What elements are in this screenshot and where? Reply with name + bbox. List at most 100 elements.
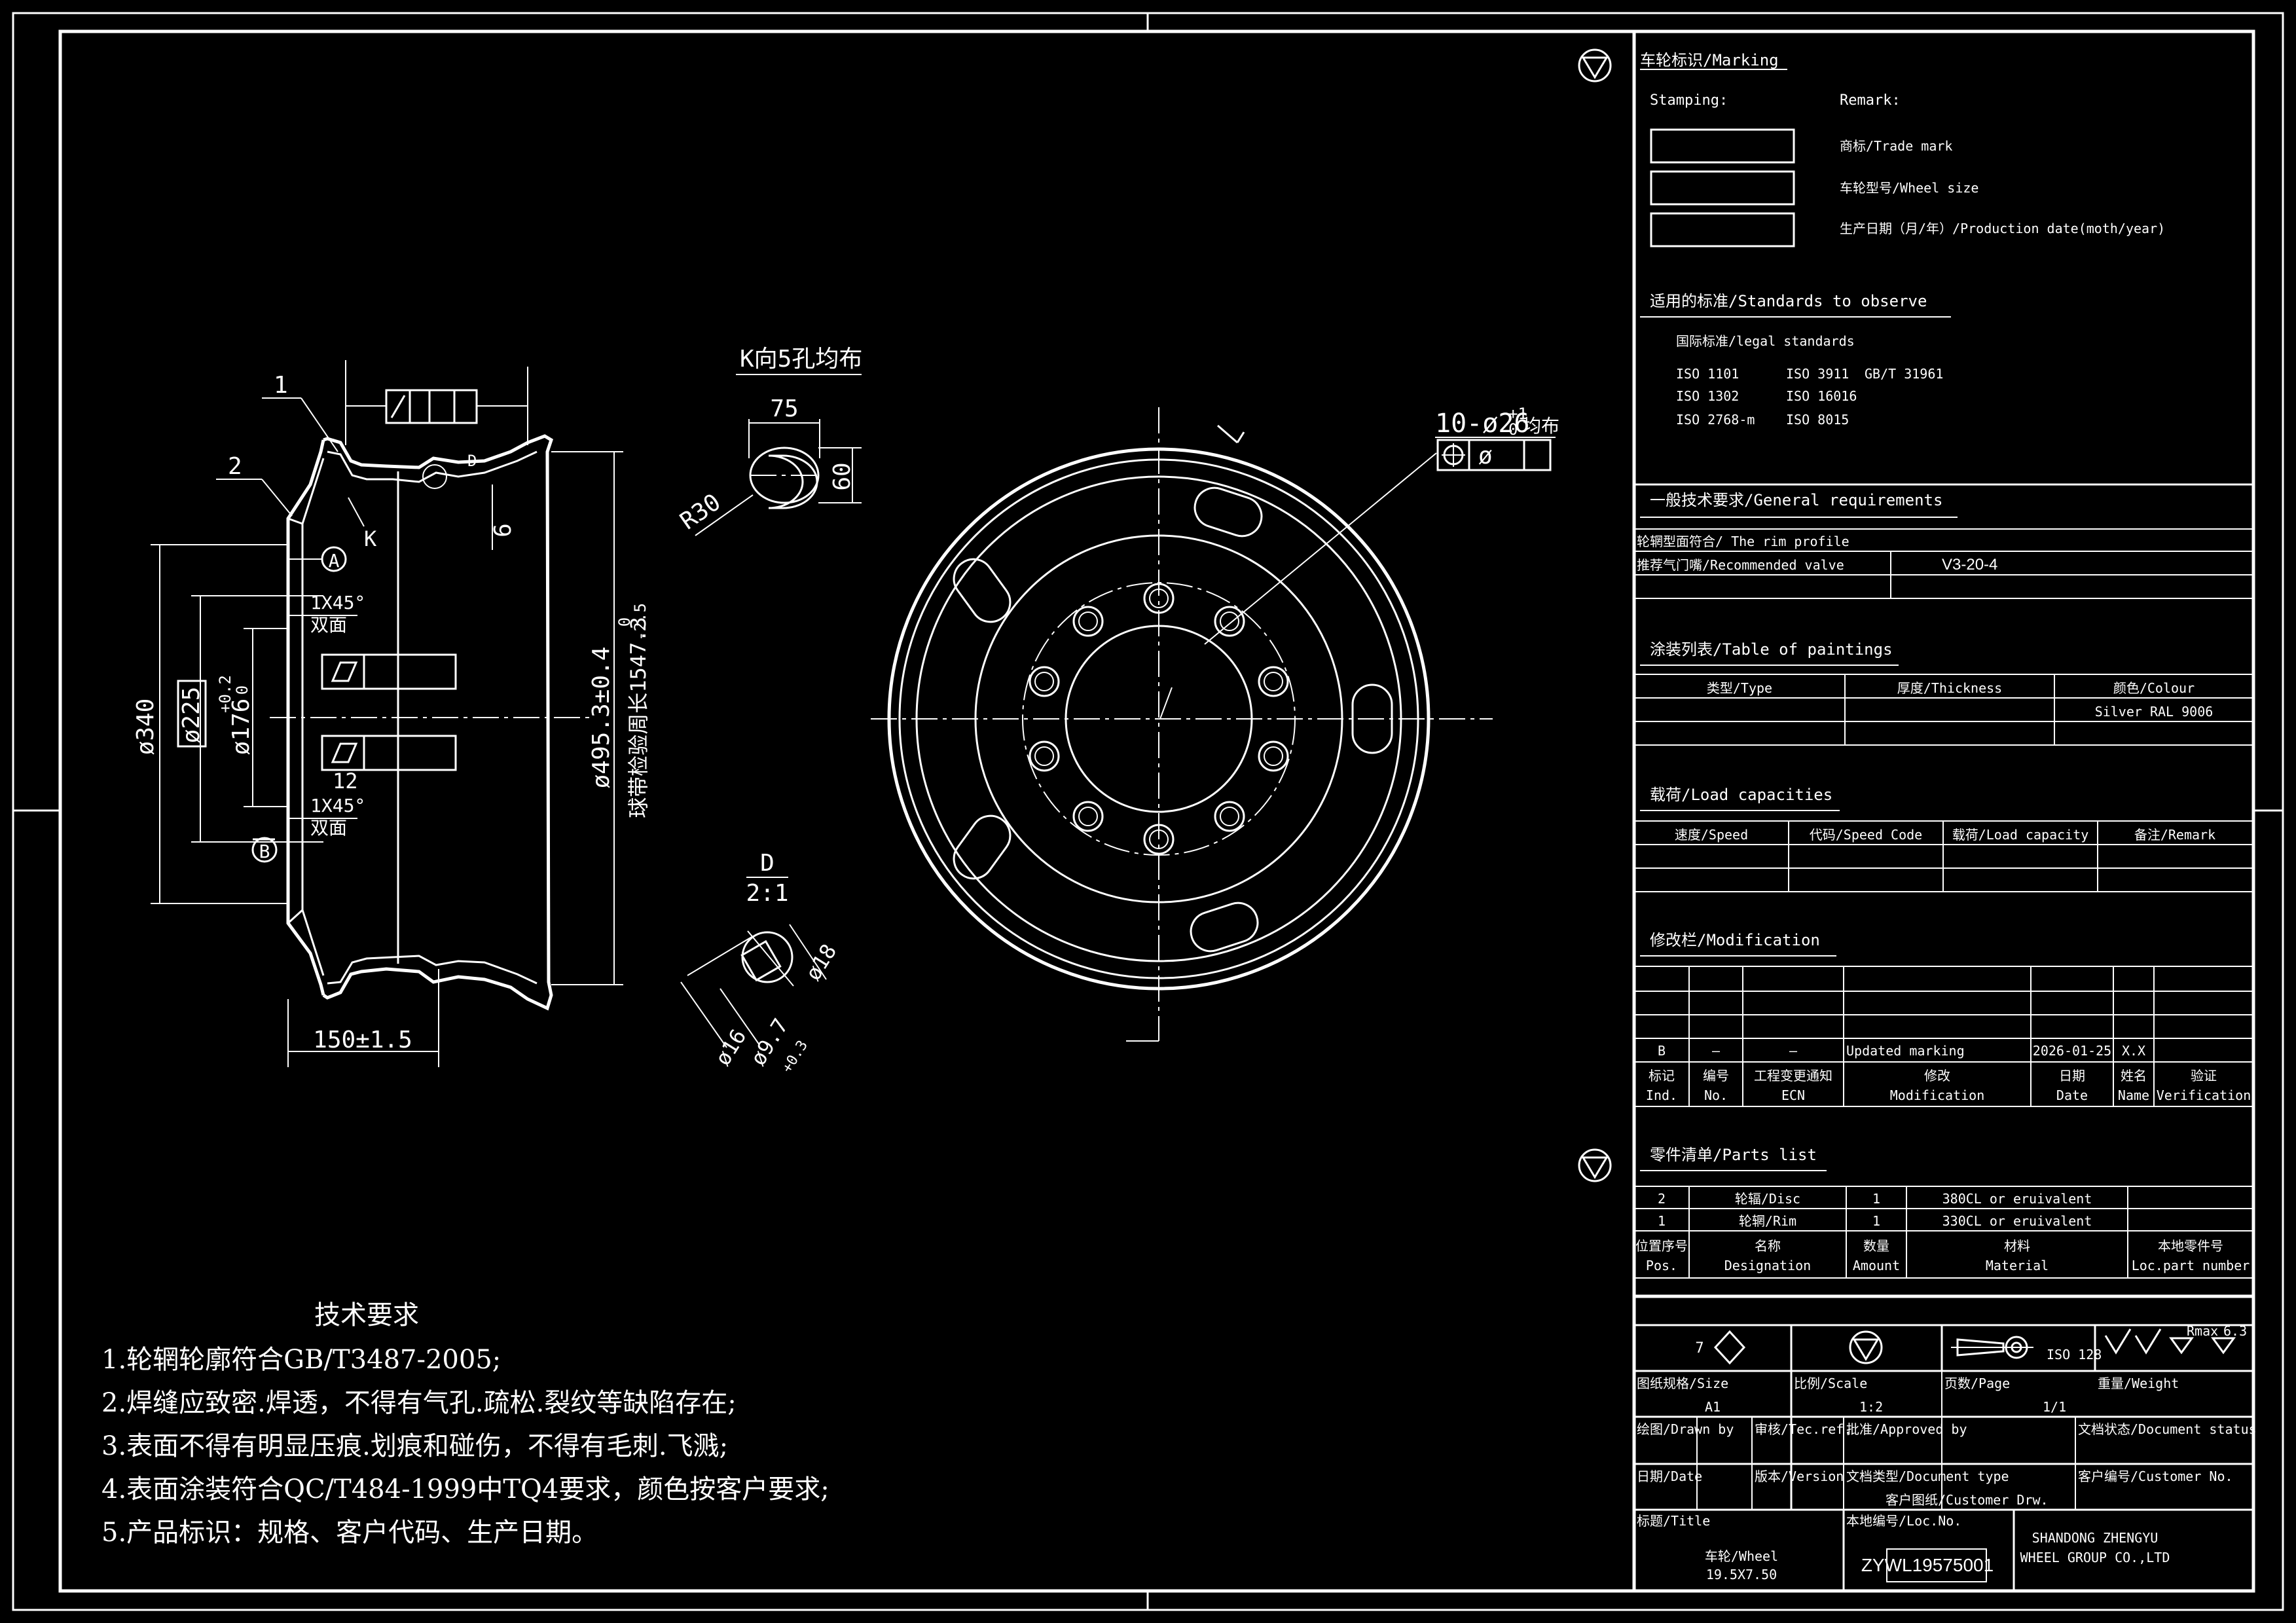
valve-symbol-icon [331,661,358,682]
mod-hdr-ecn-cn: 工程变更通知 [1754,1068,1832,1084]
general-requirements: 一般技术要求/General requirements 轮辋型面符合/ The … [1634,491,2253,599]
mod-hdr-name-cn: 姓名 [2121,1068,2147,1084]
mod-ind: B [1658,1043,1666,1059]
part1-name: 轮辋/Rim [1739,1213,1796,1229]
legal-standards-label: 国际标准/legal standards [1676,333,1855,349]
company-name-1: SHANDONG ZHENGYU [2032,1530,2159,1546]
dim-d4953: ø495.3±0.4 [588,647,615,789]
projection-symbol-bottom [1578,1148,1612,1182]
mod-hdr-ind-en: Ind. [1646,1087,1677,1103]
bolt-hole-uniform: 均布 [1523,415,1559,437]
note-5: 5.产品标识：规格、客户代码、生产日期。 [101,1518,598,1548]
mod-desc: Updated marking [1846,1043,1965,1059]
loc-no-label: 本地编号/Loc.No. [1846,1513,1961,1529]
ventilation-slots [953,486,1393,953]
dim-d176: ø176 [228,699,255,756]
parts-list: 零件清单/Parts list 2 轮辐/Disc 1 380CL or eru… [1633,1146,2254,1279]
parts-hdr-material-en: Material [1986,1258,2049,1273]
stamp-box-2 [1650,170,1795,206]
mod-hdr-date-cn: 日期 [2059,1068,2085,1084]
std-iso1302: ISO 1302 [1676,388,1739,404]
detail-d-scale: 2:1 [746,880,788,907]
paint-type-header: 类型/Type [1707,680,1772,696]
stamp-box-3 [1650,212,1795,247]
title-block: 7 ISO 128 Rmax 6.3 图纸规格/Size A1 比例/Scale… [1634,1323,2257,1591]
slot-hole [768,454,818,509]
tec-ref-label: 审核/Tec.ref. [1755,1421,1851,1437]
loads-table: 载荷/Load capacities 速度/Speed 代码/Speed Cod… [1633,786,2254,892]
chamfer-top: 1X45° [310,592,365,613]
mod-ecn: — [1789,1043,1798,1059]
title-value-2: 19.5X7.50 [1706,1567,1777,1582]
std-iso1101: ISO 1101 [1676,366,1739,382]
parts-hdr-amount-cn: 数量 [1863,1238,1889,1254]
std-iso2768: ISO 2768-m [1676,412,1755,428]
std-iso16016: ISO 16016 [1786,388,1857,404]
mod-hdr-mod-cn: 修改 [1924,1068,1950,1084]
both-sides-bottom: 双面 [310,817,347,839]
marking-section: 车轮标识/Marking Stamping: Remark: 商标/Trade … [1640,51,2165,247]
mod-hdr-mod-en: Modification [1890,1087,1985,1103]
front-view: 10-ø26 +1 0 均布 ø [871,405,1559,1042]
projection-symbol-top [1578,48,1612,82]
company-name-2: WHEEL GROUP CO.,LTD [2020,1550,2170,1565]
part2-name: 轮辐/Disc [1735,1191,1800,1207]
parts-hdr-amount-en: Amount [1853,1258,1900,1273]
iso128-label: ISO 128 [2047,1347,2102,1362]
bolt-holes [1029,583,1289,855]
note-3: 3.表面不得有明显压痕.划痕和碰伤，不得有毛刺.飞溅; [101,1431,728,1461]
mod-hdr-ver-cn: 验证 [2191,1068,2217,1084]
position-diameter-symbol: ø [1478,443,1493,469]
trade-mark-label: 商标/Trade mark [1840,138,1952,154]
mod-date: 2026-01-25 [2033,1043,2111,1059]
note-1: 1.轮辋轮廓符合GB/T3487-2005; [101,1345,501,1375]
note-2: 2.焊缝应致密.焊透，不得有气孔.疏松.裂纹等缺陷存在; [101,1388,737,1418]
dim-75: 75 [770,395,798,422]
paint-colour-header: 颜色/Colour [2113,680,2195,696]
title-label: 标题/Title [1637,1513,1710,1529]
position-tolerance-frame [1436,439,1552,471]
detail-d-circle [422,464,447,489]
parts-hdr-name-cn: 名称 [1755,1238,1781,1254]
production-date-label: 生产日期（月/年）/Production date(moth/year) [1840,221,2165,236]
note-4: 4.表面涂装符合QC/T484-1999中TQ4要求，颜色按客户要求; [101,1474,829,1504]
rz-label: 6.3 [2223,1323,2247,1339]
notes-title: 技术要求 [314,1300,419,1330]
cone-projection-icon [1956,1338,2005,1357]
rmax-label: Rmax [2187,1323,2218,1339]
dim-d176-tol-up: +0.2 [216,675,234,713]
dim-width: 150±1.5 [313,1027,412,1053]
parts-hdr-loc-cn: 本地零件号 [2158,1238,2223,1254]
std-iso8015: ISO 8015 [1786,412,1849,428]
load-speed-header: 速度/Speed [1675,827,1748,843]
roughness-number: 7 [1695,1340,1704,1357]
doc-status-label: 文档状态/Document status [2078,1421,2257,1437]
page-value: 1/1 [2043,1399,2066,1415]
loads-title: 载荷/Load capacities [1650,786,1832,804]
part1-pos: 1 [1658,1213,1666,1229]
load-remark-header: 备注/Remark [2134,827,2215,843]
dim-circumference: 球带检验周长1547.3 [626,617,651,818]
scale-value: 1:2 [1859,1399,1883,1415]
std-gbt31961: GB/T 31961 [1865,366,1943,382]
section-view: 1 2 K A B 1X45° 双面 1X45° 双面 12 ø340 ø225 [132,360,651,1067]
dim-d176-tol-lo: 0 [233,685,251,695]
dim-circ-tol-lo: -2.5 [631,603,649,641]
customer-no-label: 客户编号/Customer No. [2078,1468,2233,1484]
bolt-hole-callout: 10-ø26 [1435,409,1530,439]
parts-title: 零件清单/Parts list [1650,1146,1817,1164]
mod-hdr-no-en: No. [1704,1087,1728,1103]
part1-amount: 1 [1872,1213,1880,1229]
parts-hdr-loc-en: Loc.part number [2132,1258,2250,1273]
customer-drw-label: 客户图纸/Customer Drw. [1886,1492,2049,1508]
modification-table: 修改栏/Modification B — — Updated marking 2… [1633,931,2254,1107]
dim-circ-tol-up: 0 [615,617,634,627]
scale-label: 比例/Scale [1794,1376,1867,1391]
bolt-hole-tol-lo: 0 [1508,420,1518,439]
valve-value: V3-20-4 [1942,556,1997,574]
both-sides-top: 双面 [310,614,347,636]
rim-profile-label: 轮辋型面符合/ The rim profile [1637,534,1850,549]
bolt-hole-tol-up: +1 [1508,405,1527,423]
paint-colour-value: Silver RAL 9006 [2095,704,2214,720]
